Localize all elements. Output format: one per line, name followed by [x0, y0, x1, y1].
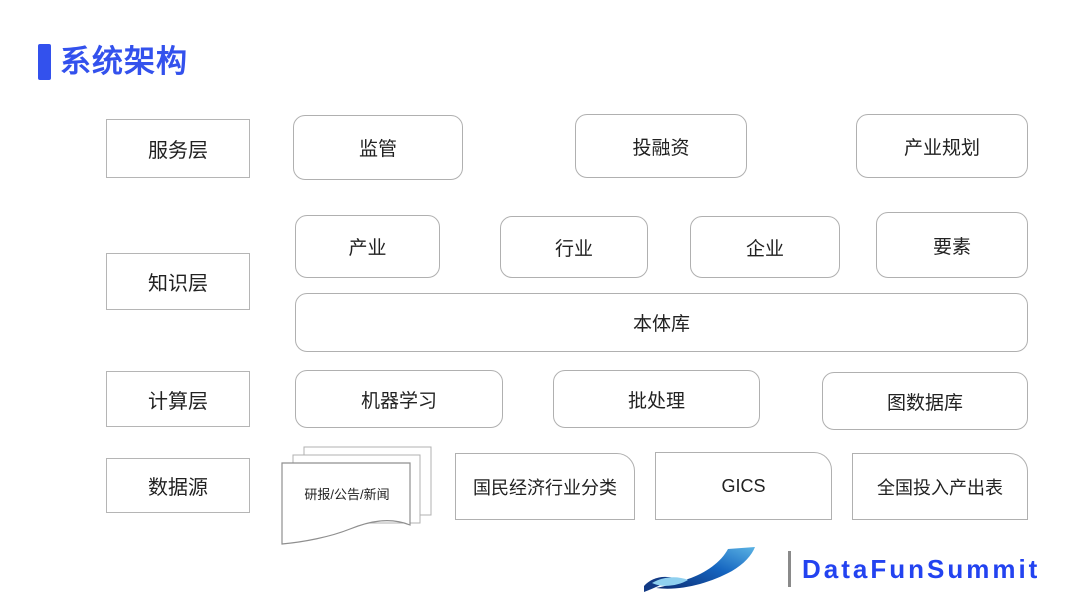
datasource-card-gics: GICS	[655, 452, 832, 520]
datasource-card-io-table: 全国投入产出表	[852, 453, 1028, 520]
layer-label-datasource: 数据源	[106, 458, 250, 513]
ontology-base-box: 本体库	[295, 293, 1028, 352]
page-title: 系统架构	[60, 44, 188, 79]
knowledge-box-industry: 产业	[295, 215, 440, 278]
brand-separator	[788, 551, 791, 587]
layer-label-compute: 计算层	[106, 371, 250, 427]
service-box-industry-planning: 产业规划	[856, 114, 1028, 178]
layer-label-knowledge: 知识层	[106, 253, 250, 310]
knowledge-box-sector: 行业	[500, 216, 648, 278]
doc-stack-label: 研报/公告/新闻	[304, 486, 390, 502]
service-box-regulation: 监管	[293, 115, 463, 180]
compute-box-machine-learning: 机器学习	[295, 370, 503, 428]
swoosh-icon	[642, 546, 782, 598]
multi-document-icon: 研报/公告/新闻	[278, 443, 438, 558]
compute-box-batch: 批处理	[553, 370, 760, 428]
brand-logo-text: DataFunSummit	[802, 554, 1041, 584]
service-box-investment: 投融资	[575, 114, 747, 178]
knowledge-box-factor: 要素	[876, 212, 1028, 278]
knowledge-box-enterprise: 企业	[690, 216, 840, 278]
title-accent-bar	[38, 44, 51, 80]
compute-box-graph-db: 图数据库	[822, 372, 1028, 430]
layer-label-service: 服务层	[106, 119, 250, 178]
datasource-card-nec: 国民经济行业分类	[455, 453, 635, 520]
